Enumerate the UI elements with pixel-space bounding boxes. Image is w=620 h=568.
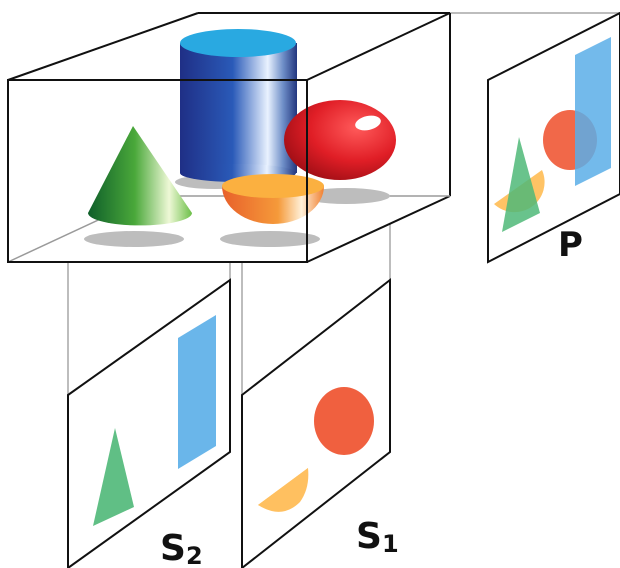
label-s1: S1 bbox=[356, 516, 399, 558]
panel-s2: S2 bbox=[67, 278, 231, 568]
p-rectangle bbox=[575, 37, 611, 186]
sphere bbox=[284, 100, 396, 180]
s1-circle bbox=[314, 387, 374, 455]
s2-rectangle bbox=[178, 315, 216, 469]
p-triangle bbox=[502, 137, 540, 232]
s2-triangle bbox=[93, 428, 134, 526]
scene-box-front bbox=[7, 79, 308, 263]
panel-s1: S1 bbox=[241, 277, 399, 568]
label-p: P bbox=[558, 225, 583, 265]
hemisphere bbox=[222, 174, 324, 224]
cylinder bbox=[180, 29, 297, 182]
panel-p: P bbox=[487, 11, 620, 265]
label-s2: S2 bbox=[160, 528, 203, 568]
object-shadows bbox=[84, 175, 390, 247]
cone bbox=[88, 126, 192, 226]
